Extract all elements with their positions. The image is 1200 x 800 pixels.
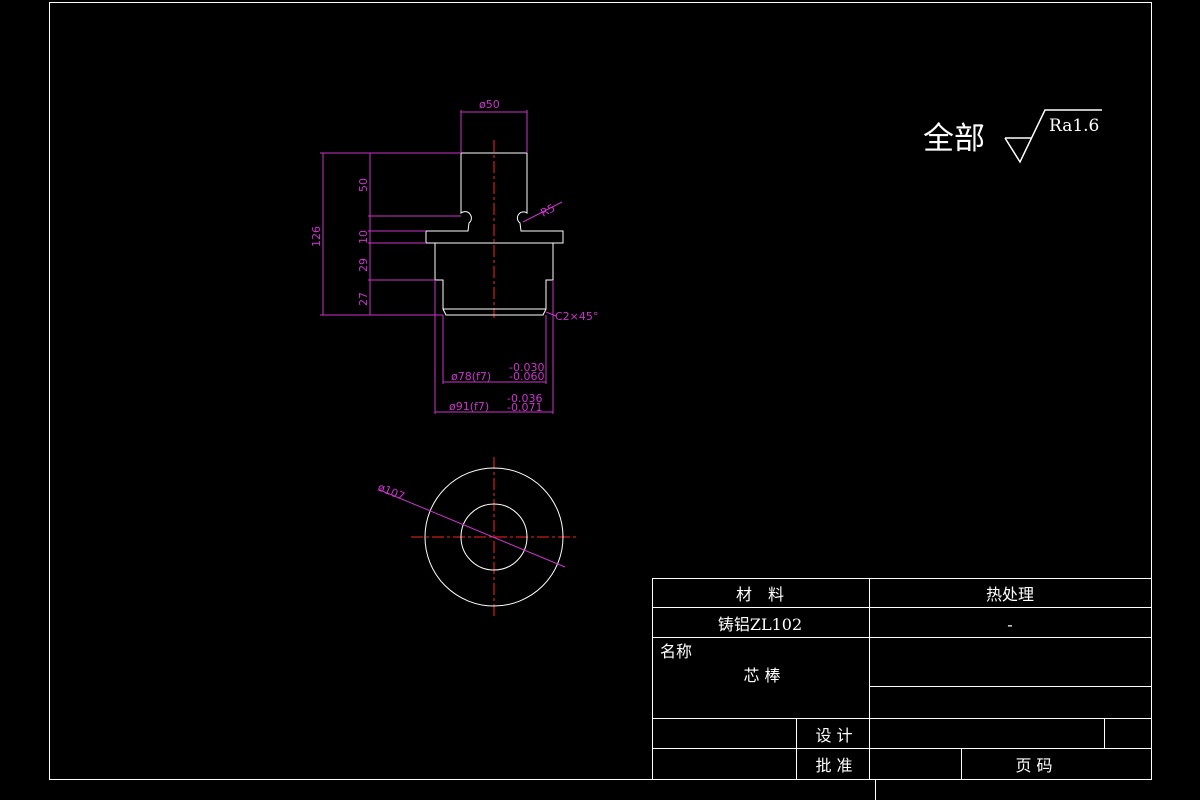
dim-d78-lower-tol: -0.060 (509, 370, 544, 383)
part-outline (425, 152, 564, 316)
approve-label: 批 准 (815, 756, 852, 775)
dim-top-diameter: ø50 (479, 98, 500, 111)
roughness-value: Ra1.6 (1049, 116, 1099, 136)
dim-d91-lower-tol: -0.071 (507, 401, 542, 414)
dim-d91: ø91(f7) (449, 400, 489, 413)
design-label: 设 计 (815, 726, 852, 745)
dim-d78-upper-tol: -0.030 (509, 361, 544, 374)
surface-finish-label: 全部 (923, 121, 985, 157)
side-view: ø107 (376, 457, 577, 617)
dim-chamfer: C2×45° (555, 310, 598, 323)
title-block-frame (652, 578, 1152, 780)
radius-leader (522, 201, 563, 223)
heat-treatment-header: 热处理 (986, 585, 1034, 604)
inner-circle (460, 503, 528, 571)
dim-flange-height: 10 (357, 230, 370, 244)
surface-finish-note: 全部 Ra1.6 (923, 109, 1102, 164)
dim-body-height: 29 (357, 258, 370, 272)
dim-top-height: 50 (357, 178, 370, 192)
chamfer-leader (545, 311, 557, 317)
dim-d91-upper-tol: -0.036 (507, 392, 542, 405)
part-name: 芯 棒 (743, 666, 780, 685)
heat-treatment-value: - (1007, 615, 1012, 634)
material-value: 铸铝ZL102 (718, 615, 802, 634)
name-label: 名称 (660, 642, 692, 661)
title-block: 材 料 热处理 铸铝ZL102 - 名称 芯 棒 设 计 批 准 页 码 (652, 578, 1152, 780)
dim-total-height: 126 (310, 226, 323, 247)
dim-d78: ø78(f7) (451, 370, 491, 383)
drawing-frame (49, 2, 1152, 780)
dim-bottom-height: 27 (357, 292, 370, 306)
material-header: 材 料 (736, 585, 784, 604)
front-view: ø50 126 50 10 29 27 R5 C2×45° ø78(f7) -0… (310, 98, 598, 414)
dim-outer-diameter: ø107 (376, 481, 407, 503)
page-label: 页 码 (1015, 756, 1052, 775)
outer-circle (424, 467, 564, 607)
dim-radius: R5 (538, 201, 557, 219)
diameter-leader (379, 489, 566, 568)
roughness-symbol-icon (1004, 109, 1102, 164)
